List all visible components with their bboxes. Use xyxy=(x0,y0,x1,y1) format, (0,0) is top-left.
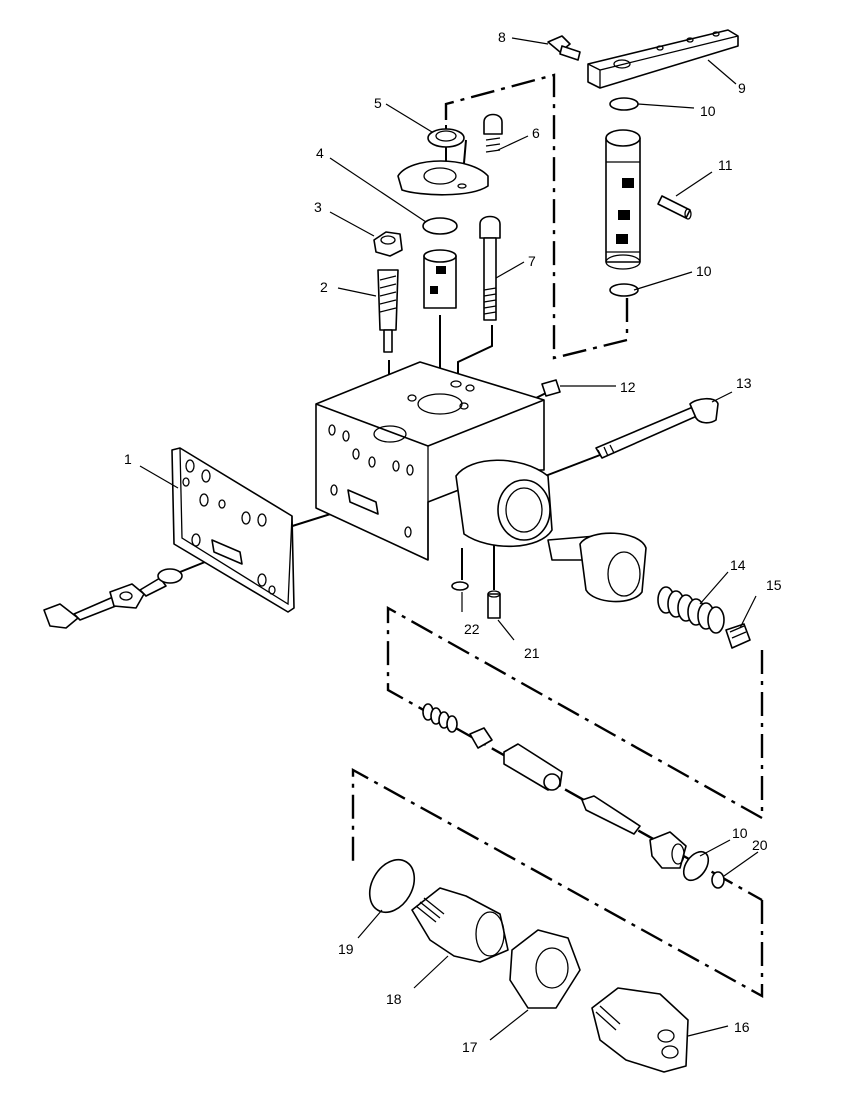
leader-1 xyxy=(139,465,179,489)
part-19-o-ring xyxy=(368,858,416,914)
small-cap xyxy=(469,727,493,749)
part-3-nut xyxy=(373,231,403,257)
callout-5: 5 xyxy=(374,95,382,111)
part-6-cover-plate xyxy=(397,113,503,196)
leader-11 xyxy=(675,171,713,197)
leader-10c xyxy=(699,839,731,857)
callout-4: 4 xyxy=(316,145,324,161)
leader-3 xyxy=(329,211,375,237)
callout-22: 22 xyxy=(464,621,480,637)
part-10-o-ring-upper xyxy=(609,97,639,111)
assembly-line-top-right xyxy=(444,73,629,360)
callout-21: 21 xyxy=(524,645,540,661)
part-17-hex-nut xyxy=(509,929,581,1009)
leader-14 xyxy=(699,571,729,605)
part-9-lever xyxy=(587,29,739,89)
callout-7: 7 xyxy=(528,253,536,269)
callout-15: 15 xyxy=(766,577,782,593)
leader-9 xyxy=(707,59,737,85)
link-part13-to-body xyxy=(539,454,601,479)
leader-19 xyxy=(357,909,383,939)
callout-1: 1 xyxy=(124,451,132,467)
sleeve xyxy=(423,249,457,309)
callout-10c: 10 xyxy=(732,825,748,841)
check-valve-seat xyxy=(649,831,687,869)
link-part7-to-body xyxy=(457,325,493,382)
callout-10a: 10 xyxy=(700,103,716,119)
spool xyxy=(605,129,641,270)
small-spring xyxy=(422,703,458,733)
leader-10b xyxy=(633,271,693,291)
callout-6: 6 xyxy=(532,125,540,141)
part-4-o-ring xyxy=(422,217,458,235)
callout-9: 9 xyxy=(738,80,746,96)
leader-21 xyxy=(497,619,515,641)
part-22-ring xyxy=(451,581,469,591)
part-14-spring xyxy=(657,586,725,634)
leader-15 xyxy=(739,595,757,629)
gasket-plate xyxy=(171,447,295,613)
part-5-washer xyxy=(427,128,465,148)
callout-8: 8 xyxy=(498,29,506,45)
callout-19: 19 xyxy=(338,941,354,957)
part-10-o-ring-middle xyxy=(609,283,639,297)
callout-12: 12 xyxy=(620,379,636,395)
callout-2: 2 xyxy=(320,279,328,295)
part-18-fitting xyxy=(411,887,509,963)
callout-17: 17 xyxy=(462,1039,478,1055)
callout-16: 16 xyxy=(734,1019,750,1035)
leader-7 xyxy=(495,261,525,279)
callout-18: 18 xyxy=(386,991,402,1007)
assembly-line-lower-bracket xyxy=(351,767,764,999)
leader-18 xyxy=(413,955,449,989)
leader-4 xyxy=(329,157,427,223)
leader-6 xyxy=(497,135,529,151)
part-20-o-ring xyxy=(711,871,725,889)
leader-2 xyxy=(337,287,377,297)
part-8-screw xyxy=(547,35,581,61)
leader-8 xyxy=(511,37,549,45)
valve-body xyxy=(315,361,553,561)
plunger xyxy=(547,532,647,603)
callout-14: 14 xyxy=(730,557,746,573)
callout-20: 20 xyxy=(752,837,768,853)
part-7-bolt xyxy=(479,215,501,321)
leader-20 xyxy=(723,851,759,877)
small-pin xyxy=(581,795,641,835)
part-12-fitting xyxy=(541,379,561,397)
part-21-pin xyxy=(487,590,501,619)
callout-10b: 10 xyxy=(696,263,712,279)
part-16-elbow-fitting xyxy=(591,987,689,1073)
part-1-link xyxy=(43,568,183,629)
part-15-plug xyxy=(725,623,751,649)
part-2-needle-adjuster xyxy=(377,269,399,353)
leader-13 xyxy=(711,391,733,403)
callout-13: 13 xyxy=(736,375,752,391)
callout-3: 3 xyxy=(314,199,322,215)
leader-17 xyxy=(489,1009,529,1041)
callout-11: 11 xyxy=(718,157,733,173)
part-13-long-bolt xyxy=(595,397,719,459)
sleeve-cylinder xyxy=(503,743,563,791)
leader-10a xyxy=(637,103,695,109)
part-11-pin xyxy=(657,195,692,220)
leader-16 xyxy=(687,1025,729,1037)
leader-5 xyxy=(385,103,433,133)
